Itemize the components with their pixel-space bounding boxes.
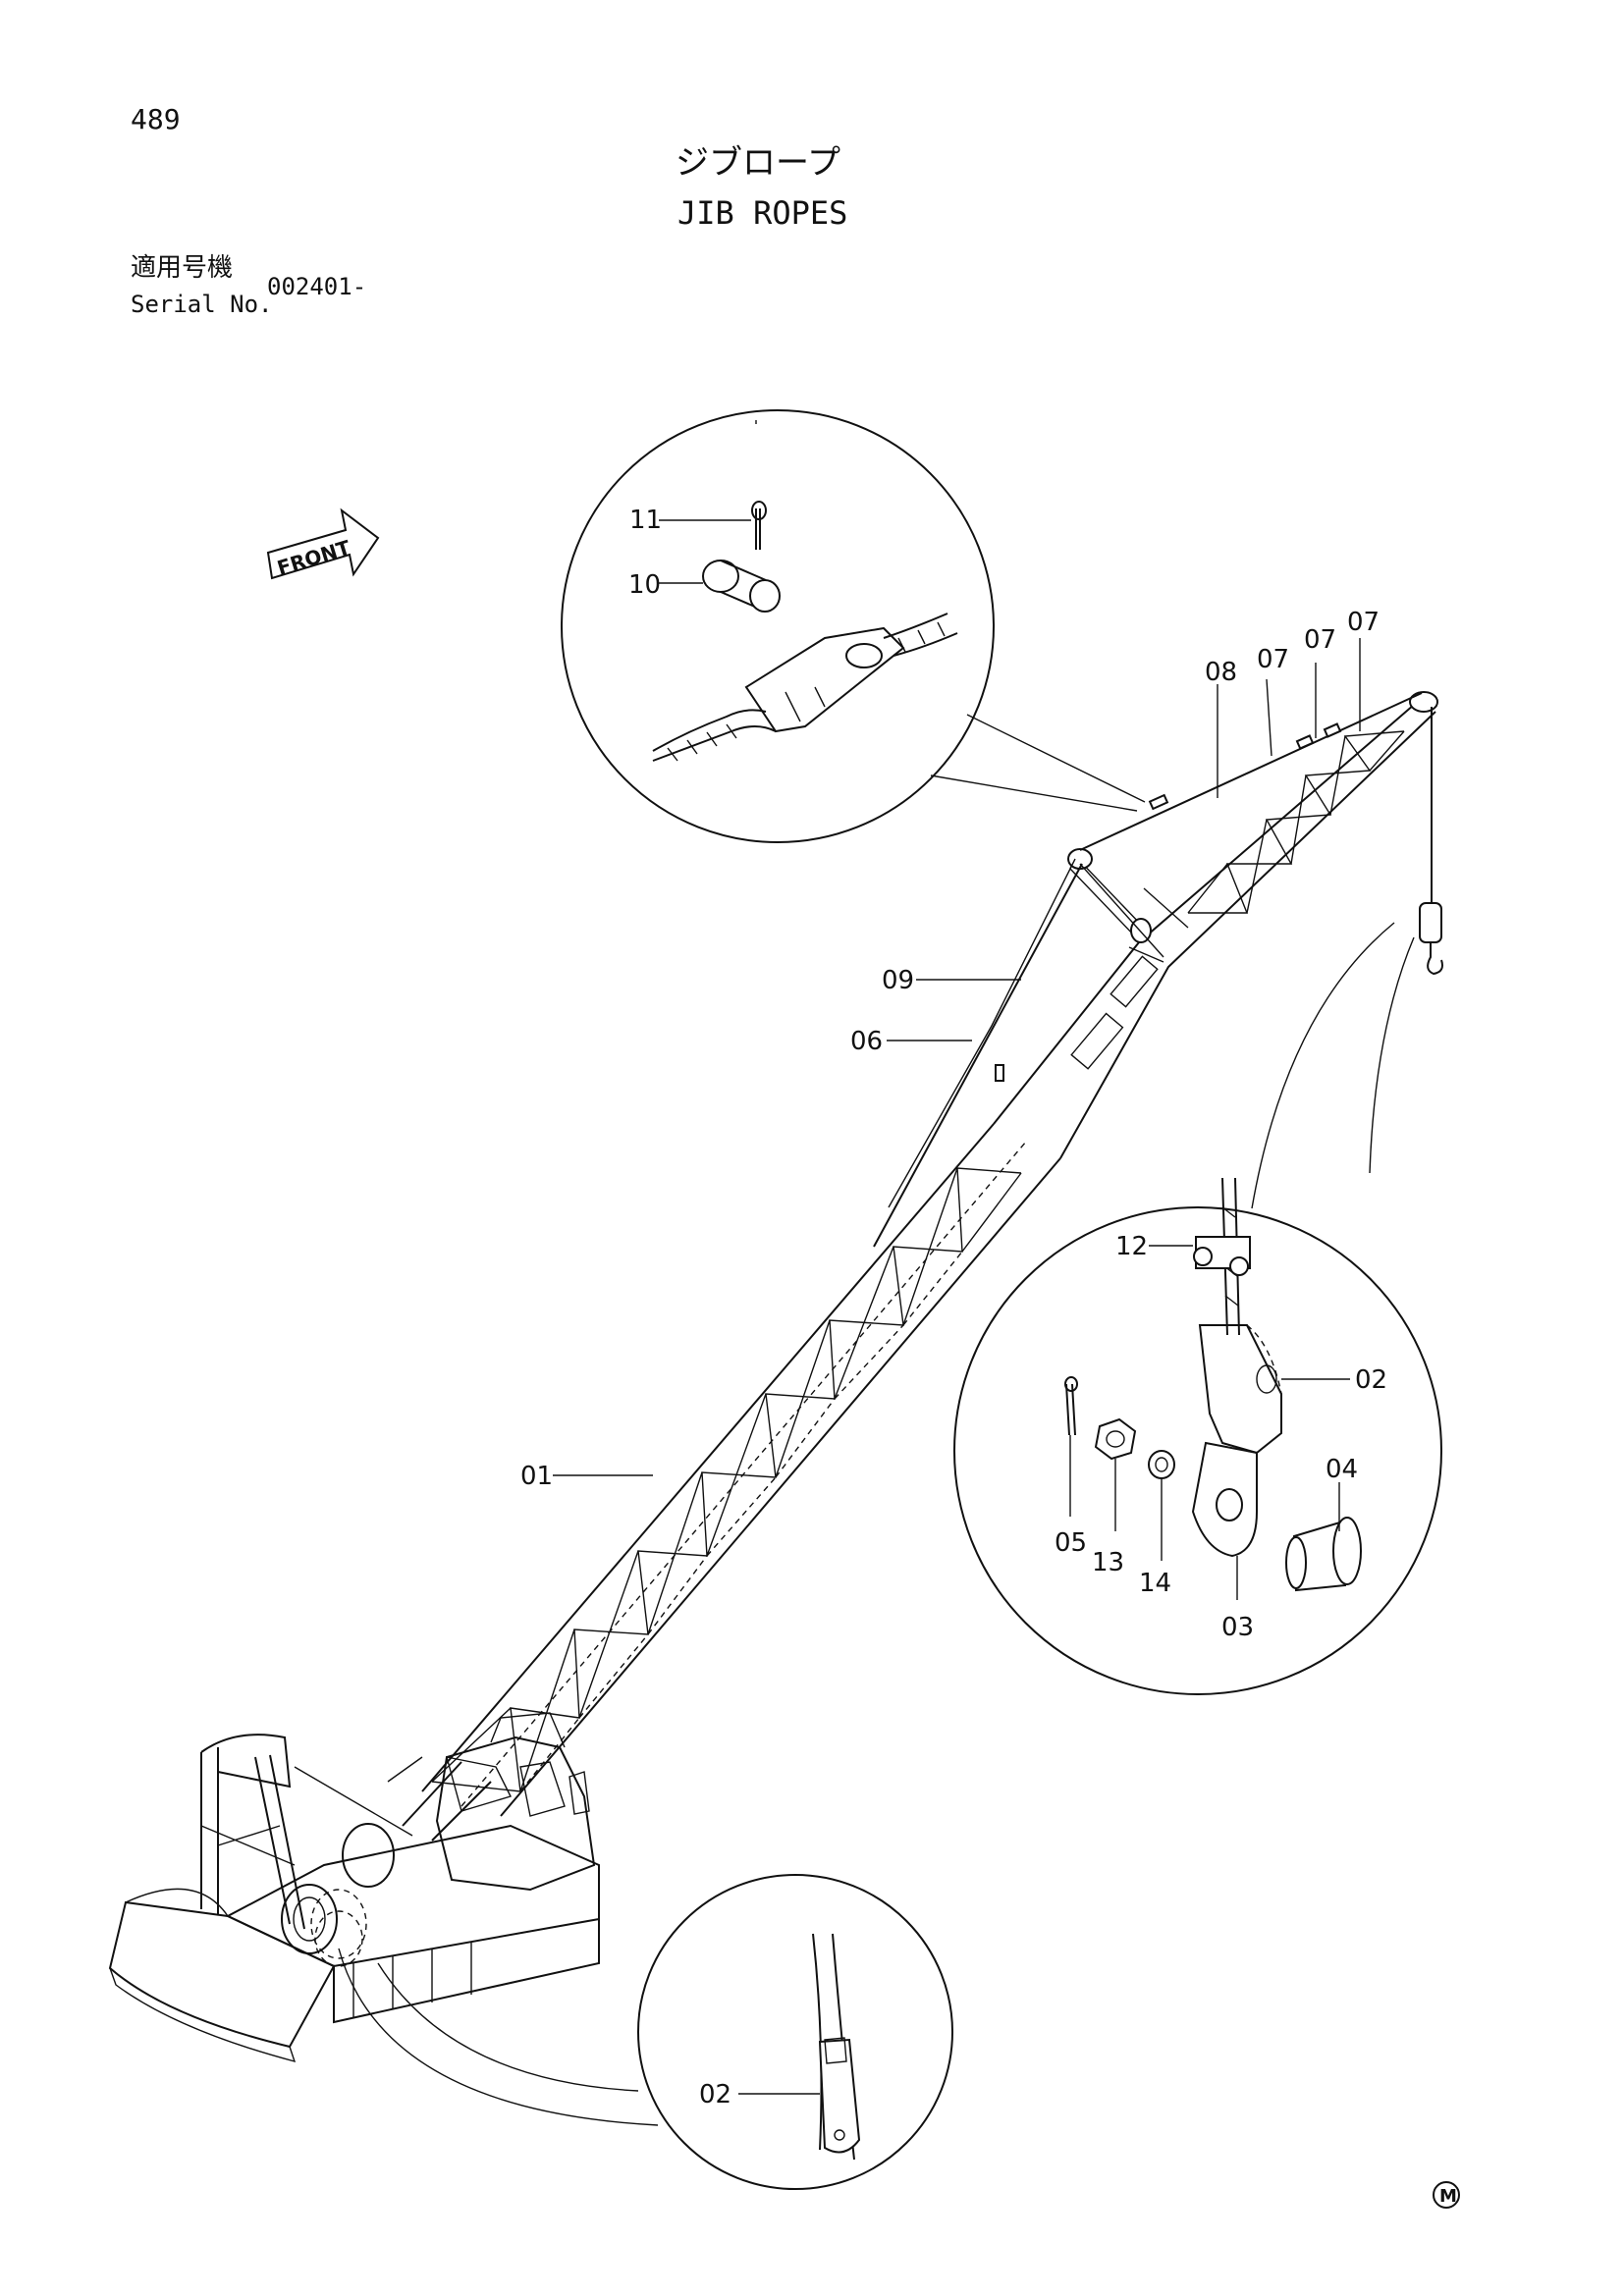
- jib-lattice: [993, 691, 1438, 1159]
- pendant-connectors: [995, 722, 1342, 1082]
- callout-13: 13: [1092, 1548, 1124, 1577]
- leader-lines: [553, 519, 1361, 2095]
- callout-02-drum: 02: [699, 2080, 731, 2109]
- serial-label-english: Serial No.: [131, 291, 273, 318]
- callout-08: 08: [1205, 658, 1237, 687]
- lattice-boom: [421, 1123, 1061, 1817]
- callout-11: 11: [629, 506, 662, 535]
- callout-01: 01: [520, 1462, 553, 1491]
- callout-10: 10: [628, 570, 661, 600]
- front-arrow-icon: FRONT: [266, 507, 380, 580]
- hook-block-icon: [1419, 902, 1443, 976]
- title-japanese: ジブロープ: [676, 143, 840, 183]
- title-english: JIB ROPES: [677, 194, 847, 232]
- trademark-letter: M: [1439, 2186, 1457, 2207]
- serial-label-japanese: 適用号機: [131, 253, 233, 283]
- detail-circle-drum-anchor: [314, 1874, 953, 2190]
- crane-base-body: [108, 1712, 600, 2063]
- callout-02-detail: 02: [1355, 1365, 1387, 1395]
- trademark-m-icon: M: [1433, 2181, 1460, 2209]
- callout-14: 14: [1139, 1569, 1171, 1598]
- callout-05: 05: [1055, 1528, 1087, 1558]
- callout-07-a: 07: [1257, 645, 1289, 674]
- callout-07-b: 07: [1304, 625, 1336, 655]
- callout-09: 09: [882, 966, 914, 995]
- serial-number-value: 002401-: [267, 273, 366, 300]
- callout-03: 03: [1221, 1613, 1254, 1642]
- callout-07-c: 07: [1347, 608, 1380, 637]
- callout-12: 12: [1115, 1232, 1148, 1261]
- detail-circle-rope-end: [953, 922, 1442, 1695]
- page-number: 489: [131, 103, 181, 135]
- jib-ropes: [873, 692, 1433, 1248]
- callout-06: 06: [850, 1027, 883, 1056]
- callout-04: 04: [1326, 1455, 1358, 1484]
- detail-circle-rope-socket: [561, 409, 1146, 843]
